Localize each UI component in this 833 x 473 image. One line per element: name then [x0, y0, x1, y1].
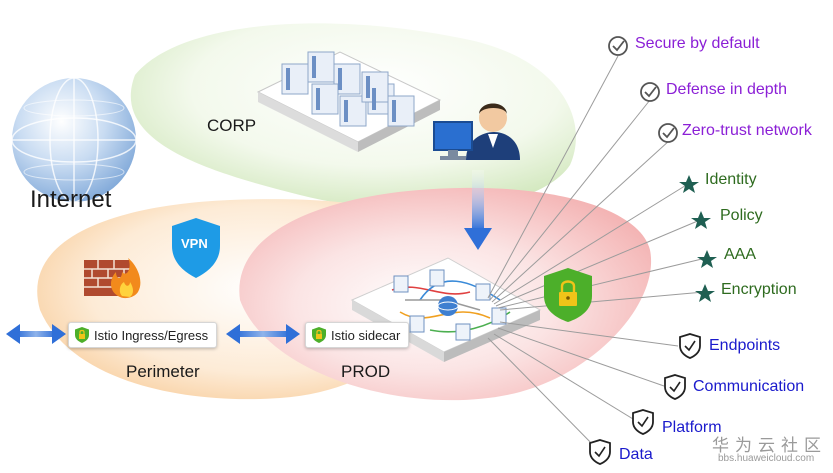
corp-servers-icon — [256, 51, 442, 152]
shield-check-icon — [664, 374, 686, 400]
vpn-label: VPN — [181, 236, 208, 251]
capability-policy: Policy — [720, 207, 763, 224]
lock-shield-icon — [544, 268, 592, 322]
istio-ingress-egress-chip: Istio Ingress/Egress — [68, 322, 218, 348]
capability-encryption: Encryption — [721, 281, 797, 298]
check-circle-icon — [658, 123, 678, 143]
vpn-badge-icon — [172, 218, 220, 278]
perimeter-prod-arrow — [226, 324, 300, 344]
corp-label: CORP — [207, 116, 257, 135]
check-circle-icon — [640, 82, 660, 102]
principle-zero-trust-network: Zero-trust network — [682, 122, 812, 139]
target-platform: Platform — [662, 419, 722, 436]
istio-ingress-egress-label: Istio Ingress/Egress — [94, 327, 209, 343]
lock-shield-icon — [312, 327, 326, 343]
watermark-url: bbs.huaweicloud.com — [718, 453, 815, 464]
star-icon — [679, 175, 699, 193]
capability-identity: Identity — [705, 171, 757, 188]
shield-check-icon — [679, 333, 701, 359]
perimeter-label: Perimeter — [126, 362, 200, 381]
star-icon — [697, 250, 717, 268]
istio-sidecar-label: Istio sidecar — [331, 327, 401, 343]
internet-label: Internet — [30, 186, 112, 213]
capability-aaa: AAA — [724, 246, 757, 263]
star-icon — [695, 284, 715, 302]
shield-check-icon — [632, 409, 654, 435]
prod-label: PROD — [341, 362, 391, 381]
watermark-brand: 华为云社区 — [712, 436, 827, 455]
check-circle-icon — [608, 36, 628, 56]
principle-secure-by-default: Secure by default — [635, 35, 760, 52]
user-workstation-icon — [433, 103, 520, 160]
principle-defense-in-depth: Defense in depth — [666, 81, 787, 98]
internet-ingress-arrow — [6, 324, 66, 344]
connector-lines — [487, 55, 707, 453]
target-endpoints: Endpoints — [709, 337, 781, 354]
internet-globe-icon — [11, 77, 137, 203]
corp-to-prod-arrow — [464, 170, 492, 250]
istio-sidecar-chip: Istio sidecar — [305, 322, 410, 348]
firewall-icon — [84, 258, 141, 299]
target-communication: Communication — [693, 378, 805, 395]
prod-service-mesh-icon — [350, 257, 542, 362]
lock-shield-icon — [75, 327, 89, 343]
shield-check-icon — [589, 439, 611, 465]
target-data: Data — [619, 446, 653, 463]
star-icon — [691, 211, 711, 229]
